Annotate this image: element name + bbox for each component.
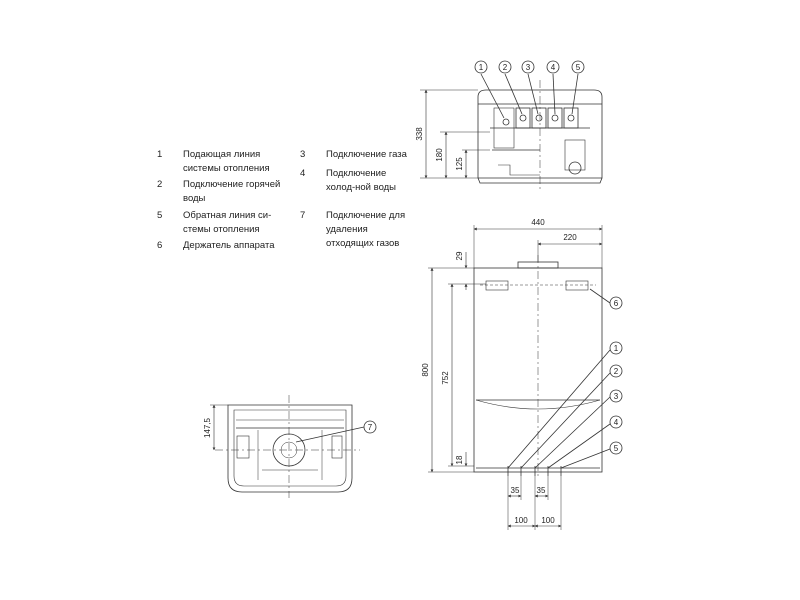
- callout-4: 4: [551, 63, 556, 72]
- legend-text: Подающая линия системы отопления: [183, 149, 270, 174]
- legend-text: Подключение холод-ной воды: [326, 168, 397, 193]
- dim-180: 180: [435, 148, 444, 162]
- callout-2: 2: [503, 63, 508, 72]
- callout-2: 2: [614, 367, 619, 376]
- legend-text: Подключение газа: [326, 149, 407, 160]
- legend-item-3: 3 Подключение газа: [300, 148, 430, 164]
- callout-6: 6: [614, 299, 619, 308]
- dim-100-left: 100: [514, 516, 528, 525]
- callout-1: 1: [479, 63, 484, 72]
- dim-100-right: 100: [541, 516, 555, 525]
- legend-number: 3: [300, 149, 306, 160]
- legend-item-7: 7 Подключение для удаления отходящих газ…: [300, 209, 430, 253]
- legend-number: 5: [157, 210, 163, 221]
- legend-item-6: 6 Держатель аппарата: [157, 239, 297, 255]
- dim-220: 220: [563, 233, 577, 242]
- dim-29: 29: [455, 251, 464, 260]
- legend-number: 1: [157, 149, 163, 160]
- legend-item-1: 1 Подающая линия системы отопления: [157, 148, 297, 178]
- legend-number: 4: [300, 168, 306, 179]
- front-view: [428, 225, 611, 530]
- bottom-callouts: 7: [363, 420, 377, 434]
- legend-text: Держатель аппарата: [183, 240, 275, 251]
- legend-number: 2: [157, 179, 163, 190]
- dim-752: 752: [441, 371, 450, 385]
- bottom-view: [210, 395, 365, 498]
- top-callouts: 1 2 3 4 5: [474, 60, 585, 74]
- callout-3: 3: [614, 392, 619, 401]
- legend-item-4: 4 Подключение холод-ной воды: [300, 167, 430, 197]
- legend-number: 6: [157, 240, 163, 251]
- callout-5: 5: [614, 444, 619, 453]
- dim-147-5: 147,5: [203, 417, 212, 438]
- dim-338: 338: [415, 127, 424, 141]
- dim-35-right: 35: [537, 486, 546, 495]
- dim-800: 800: [421, 363, 430, 377]
- legend-item-2: 2 Подключение горячей воды: [157, 178, 297, 208]
- legend-number: 7: [300, 210, 306, 221]
- legend-text: Обратная линия си-стемы отопления: [183, 210, 272, 235]
- dim-125: 125: [455, 157, 464, 171]
- legend-text: Подключение для удаления отходящих газов: [326, 210, 406, 249]
- callout-4: 4: [614, 418, 619, 427]
- legend-item-5: 5 Обратная линия си-стемы отопления: [157, 209, 297, 239]
- callout-1: 1: [614, 344, 619, 353]
- callout-3: 3: [526, 63, 531, 72]
- dim-440: 440: [531, 218, 545, 227]
- legend-text: Подключение горячей воды: [183, 179, 281, 204]
- callout-5: 5: [576, 63, 581, 72]
- front-callouts: 6 1 2 3 4 5: [609, 296, 623, 455]
- dim-35-left: 35: [511, 486, 520, 495]
- callout-7: 7: [368, 423, 373, 432]
- top-view: [420, 73, 603, 190]
- dim-18: 18: [455, 455, 464, 464]
